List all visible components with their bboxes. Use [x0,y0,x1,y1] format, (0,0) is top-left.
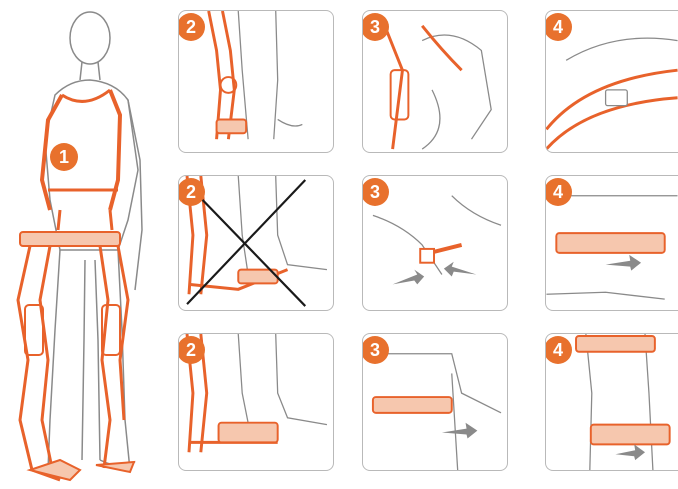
step-3-badge: 3 [362,13,389,41]
step-4-badge: 4 [545,178,572,206]
panel-step2-lower-frame: 2 [178,10,334,153]
step-2-badge: 2 [178,336,205,364]
step-3-badge: 3 [362,336,389,364]
step-1-badge: 1 [50,143,78,171]
panel-step3-shoulder-harness: 3 [362,10,508,153]
step-2-badge: 2 [178,13,205,41]
step-3-badge: 3 [362,178,389,206]
exoskeleton-wearer-illustration: 1 [0,0,170,489]
step-4-badge: 4 [545,13,572,41]
panel-step3-thigh-strap: 3 [362,333,508,471]
panel-step4-leg-strap: 4 [545,333,678,471]
panel-step4-waist-belt: 4 [545,175,678,311]
panel-step3-buckle-clip: 3 [362,175,508,311]
panel-step2-correct-foot: 2 [178,333,334,471]
panel-step4-shoulder-pad: 4 [545,10,678,153]
panel-step2-incorrect-foot: 2 [178,175,334,311]
wearer-drawing [0,0,170,489]
step-4-badge: 4 [545,336,572,364]
step-2-badge: 2 [178,178,205,206]
